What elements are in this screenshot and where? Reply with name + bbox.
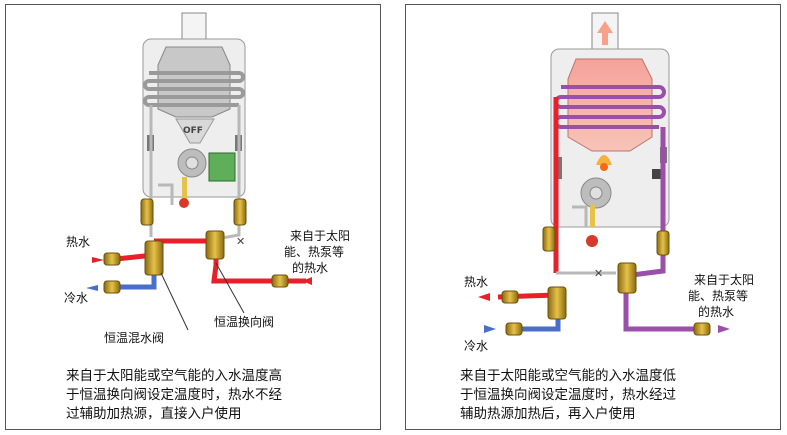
caption-line3: 辅助热源加热后，再入户使用 [460, 406, 636, 422]
gas-valve-icon [182, 177, 187, 199]
source-label-line3: 的热水 [698, 305, 735, 319]
inactive-pipes [556, 205, 616, 275]
diagram-panel-bypass: OFF [5, 4, 381, 430]
source-label-line3: 的热水 [292, 261, 329, 275]
hot-water-pipes [497, 97, 559, 300]
caption-line3: 过辅助加热源，直接入户使用 [66, 406, 242, 422]
caption-line2: 于恒温换向阀设定温度时，热水不经 [66, 387, 282, 403]
right-schematic: ✕ [478, 12, 730, 336]
caption-line1: 来自于太阳能或空气能的入水温度高 [66, 368, 282, 384]
water-heater-icon: OFF [142, 38, 246, 208]
flow-arrow-icon: ✕ [86, 235, 312, 291]
svg-text:✕: ✕ [236, 235, 245, 248]
caption-line2: 于恒温换向阀设定温度时，热水经过 [460, 387, 676, 403]
source-label-line1: 来自于太阳 [694, 273, 755, 287]
source-label-line2: 能、热泵等 [284, 245, 345, 259]
hot-water-label: 热水 [66, 235, 91, 249]
burner-state-text: OFF [183, 126, 203, 136]
hot-water-label: 热水 [464, 275, 489, 289]
diagram-panel-heating: ✕ 热水 冷水 来自于太阳 能、热泵等 的热水 来自于太阳能或空气能的入水温度低… [405, 4, 781, 430]
svg-text:✕: ✕ [594, 267, 603, 280]
mixing-valve-label: 恒温混水阀 [104, 331, 165, 345]
control-board-icon [208, 152, 236, 182]
valve-icon [103, 198, 289, 294]
sensor-icon [652, 169, 662, 179]
source-label-line1: 来自于太阳 [290, 229, 351, 243]
cold-water-label: 冷水 [464, 339, 489, 353]
gas-valve-icon [179, 198, 189, 208]
leader-lines [160, 262, 245, 331]
cold-water-label: 冷水 [64, 291, 89, 305]
gas-valve-icon [590, 205, 595, 227]
flame-icon [596, 155, 612, 165]
left-schematic: OFF [86, 12, 312, 331]
diverter-valve-label: 恒温换向阀 [214, 315, 275, 329]
valve-icon [501, 226, 711, 336]
source-label-line2: 能、热泵等 [688, 289, 749, 303]
exhaust-arrow-icon [597, 21, 613, 45]
water-heater-icon [550, 48, 670, 228]
caption-line1: 来自于太阳能或空气能的入水温度低 [460, 368, 676, 384]
flow-arrow-icon: ✕ [478, 267, 730, 333]
